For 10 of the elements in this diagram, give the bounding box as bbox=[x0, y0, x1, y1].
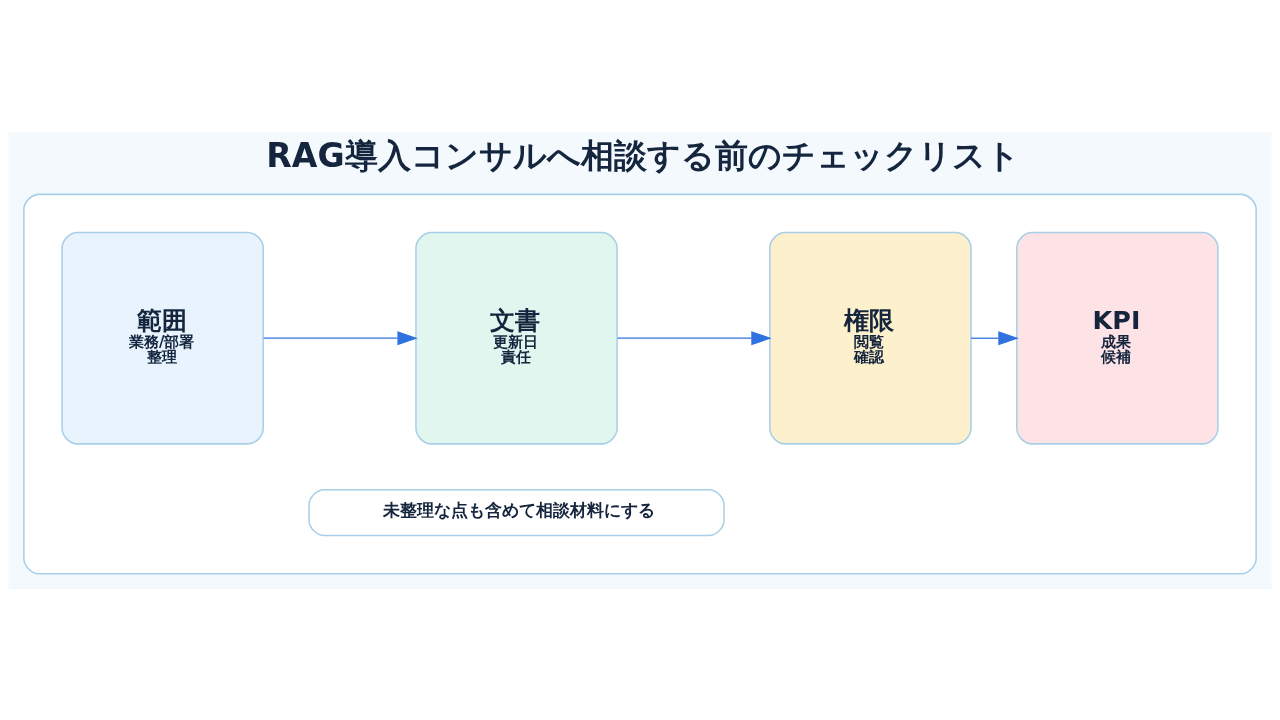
node-box: 未整理な点も含めて相談材料にする bbox=[308, 488, 725, 536]
cluster bbox=[23, 193, 1257, 574]
node-box: KPI 成果 候補 bbox=[1016, 231, 1219, 445]
arrow bbox=[263, 330, 418, 345]
diagram-title: RAG導入コンサルへ相談する前のチェックリスト bbox=[266, 135, 1020, 175]
node-box: 権限 閲覧 確認 bbox=[769, 231, 972, 445]
arrow bbox=[616, 330, 772, 345]
node-box: 文書 更新日 責任 bbox=[415, 231, 618, 445]
arrow bbox=[970, 330, 1019, 345]
node-box: 範囲 業務/部署 整理 bbox=[61, 231, 264, 445]
